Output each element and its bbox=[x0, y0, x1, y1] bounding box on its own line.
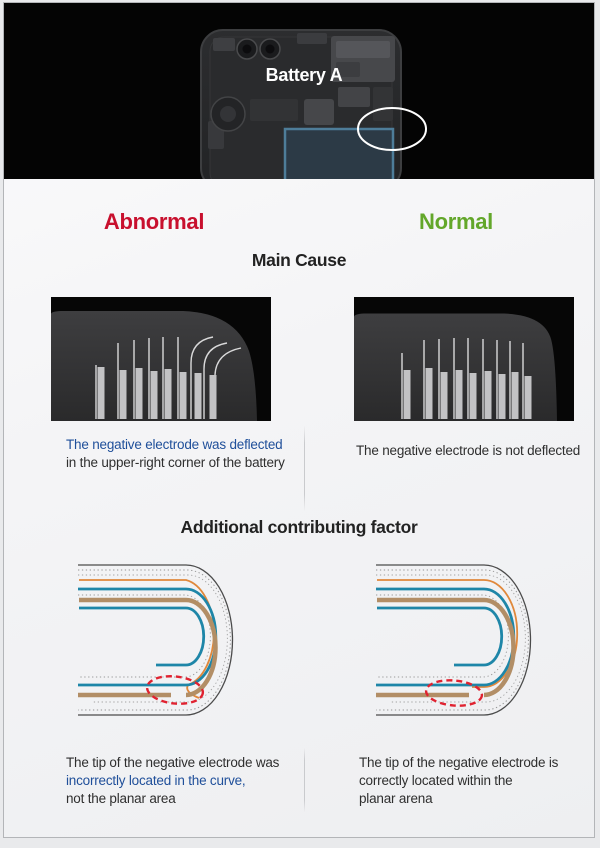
hero-phone-section: Battery A bbox=[4, 3, 594, 179]
separator-dotted-line bbox=[78, 594, 211, 678]
inner-teal-electrode-line bbox=[377, 606, 504, 667]
electrode-lines-deflected bbox=[190, 336, 242, 419]
electrode-lines-straight bbox=[95, 337, 179, 419]
separator-dotted-line bbox=[78, 574, 228, 703]
separator-dotted-line bbox=[376, 594, 509, 678]
caption-line: not the planar area bbox=[66, 791, 176, 806]
column-divider bbox=[304, 426, 305, 511]
outer-casing-line bbox=[78, 564, 234, 716]
caption-line: in the upper-right corner of the battery bbox=[66, 455, 285, 470]
separator-dotted-line bbox=[376, 574, 526, 703]
infographic-card: Battery A Abnormal Normal Main Cause bbox=[3, 2, 595, 838]
white-ellipse-highlight-icon bbox=[357, 107, 427, 151]
caption-line: The negative electrode is not deflected bbox=[356, 443, 581, 458]
battery-label: Battery A bbox=[266, 65, 343, 85]
negative-electrode-wrap bbox=[377, 597, 516, 698]
separator-dotted-line bbox=[78, 569, 231, 711]
caption-line: The tip of the negative electrode was bbox=[66, 755, 280, 770]
negative-electrode-wrap bbox=[79, 597, 218, 698]
caption-line: The negative electrode was deflected bbox=[66, 437, 283, 452]
caption-line: incorrectly located in the curve, bbox=[66, 773, 246, 788]
abnormal-additional-caption: The tip of the negative electrode was in… bbox=[66, 754, 301, 808]
camera-module bbox=[236, 38, 281, 60]
main-cause-title: Main Cause bbox=[251, 250, 347, 270]
abnormal-curve-diagram bbox=[74, 559, 244, 723]
electrode-lines-straight bbox=[401, 338, 524, 419]
pcb-components bbox=[208, 33, 395, 149]
normal-electrode-image bbox=[354, 297, 574, 421]
electrode-bars bbox=[403, 368, 532, 419]
electrode-bars bbox=[97, 367, 217, 419]
additional-factor-title: Additional contributing factor bbox=[180, 517, 418, 537]
abnormal-column-header: Abnormal bbox=[103, 209, 205, 234]
column-divider bbox=[304, 747, 305, 813]
normal-column-header: Normal bbox=[419, 209, 493, 234]
abnormal-electrode-image bbox=[51, 297, 271, 421]
red-dashed-ellipse-icon bbox=[145, 675, 205, 705]
caption-line: correctly located within the bbox=[359, 773, 513, 788]
normal-main-cause-caption: The negative electrode is not deflected bbox=[356, 442, 586, 460]
caption-line: planar arena bbox=[359, 791, 433, 806]
outer-casing-line bbox=[376, 564, 532, 716]
normal-curve-diagram bbox=[372, 559, 542, 723]
inner-teal-electrode-line bbox=[79, 606, 206, 667]
caption-line: The tip of the negative electrode is bbox=[359, 755, 559, 770]
column-headers: Abnormal Normal bbox=[4, 209, 594, 239]
separator-dotted-line bbox=[376, 569, 529, 711]
abnormal-main-cause-caption: The negative electrode was deflected in … bbox=[66, 436, 291, 472]
battery-outline bbox=[283, 127, 395, 179]
positive-electrode-line-correct-tip bbox=[377, 579, 519, 688]
vibration-motor bbox=[210, 96, 246, 132]
positive-electrode-line-deflected-tip bbox=[79, 579, 215, 699]
phone-internals-illustration: Battery A bbox=[200, 29, 427, 179]
normal-additional-caption: The tip of the negative electrode is cor… bbox=[359, 754, 589, 808]
red-dashed-ellipse-icon bbox=[424, 679, 484, 707]
